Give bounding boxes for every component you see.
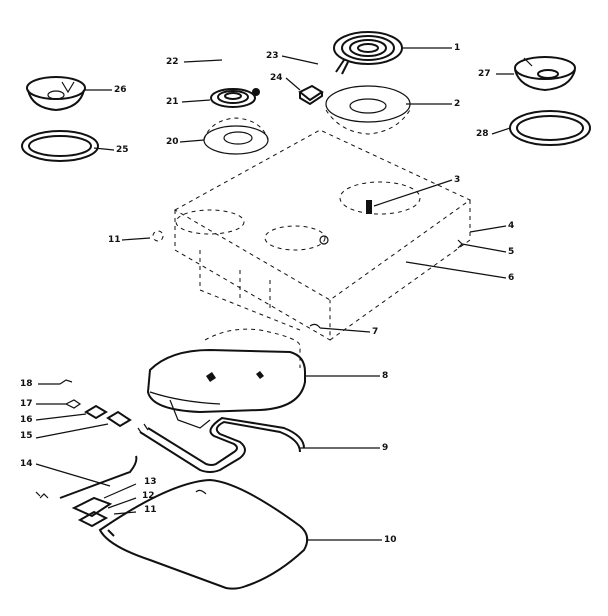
trim-ring-left [21,130,99,162]
small-surface-element [210,88,260,108]
callout-27: 27 [478,69,491,79]
terminal-block [298,84,324,106]
bottom-plate [98,478,309,590]
callout-23: 23 [266,51,279,61]
bake-element [137,416,305,473]
small-clip-part-5 [457,239,463,249]
callout-7: 7 [372,327,379,337]
clip-part-7 [309,323,321,329]
trim-ring-right [509,110,591,146]
callout-25: 25 [116,145,129,155]
callout-2: 2 [454,99,461,109]
callout-16: 16 [20,415,33,425]
hardware-bracket-cluster [35,455,138,537]
callout-3: 3 [454,175,461,185]
callout-8: 8 [382,371,389,381]
callout-11-upper: 11 [108,235,121,245]
callout-24: 24 [270,73,283,83]
leader-lines [35,47,514,541]
callout-14: 14 [20,459,33,469]
callout-12: 12 [142,491,155,501]
callout-11-lower: 11 [144,505,157,515]
callout-1: 1 [454,43,461,53]
small-knob-part-11 [152,230,164,242]
drip-bowl-small [203,117,269,155]
callout-17: 17 [20,399,33,409]
callout-20: 20 [166,137,179,147]
callout-21: 21 [166,97,179,107]
callout-22: 22 [166,57,179,67]
base-pan [146,328,306,429]
callout-18: 18 [20,379,33,389]
callout-6: 6 [508,273,515,283]
large-surface-element [333,31,403,75]
callout-4: 4 [508,221,515,231]
callout-15: 15 [20,431,33,441]
drip-bowl-small-right [514,56,576,92]
hardware-left-cluster [59,379,132,428]
callout-5: 5 [508,247,515,257]
drip-bowl-small-left [26,76,86,112]
callout-26: 26 [114,85,127,95]
callout-10: 10 [384,535,397,545]
cooktop-top [173,129,471,341]
callout-13-right: 13 [144,477,157,487]
callout-9: 9 [382,443,389,453]
drip-bowl-large [325,85,411,135]
callout-28: 28 [476,129,489,139]
